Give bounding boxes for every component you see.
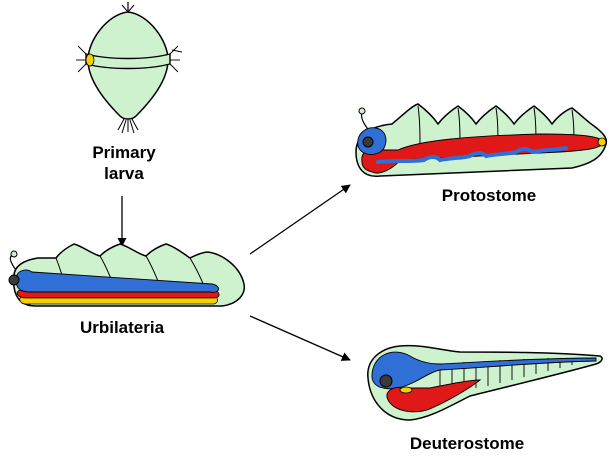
label-protostome: Protostome	[441, 186, 537, 205]
label-primary-larva-line1: Primary	[92, 143, 156, 162]
deuterostome-figure	[367, 344, 603, 421]
urbilateria-figure	[8, 243, 246, 307]
label-primary-larva-line2: larva	[104, 164, 144, 183]
label-urbilateria: Urbilateria	[79, 318, 165, 337]
arrow-urbilateria-to-protostome	[249, 184, 351, 255]
label-deuterostome: Deuterostome	[409, 434, 525, 453]
arrow-urbilateria-to-deuterostome	[249, 315, 351, 361]
protostome-figure	[355, 103, 608, 177]
primary-larva-figure	[76, 2, 183, 134]
